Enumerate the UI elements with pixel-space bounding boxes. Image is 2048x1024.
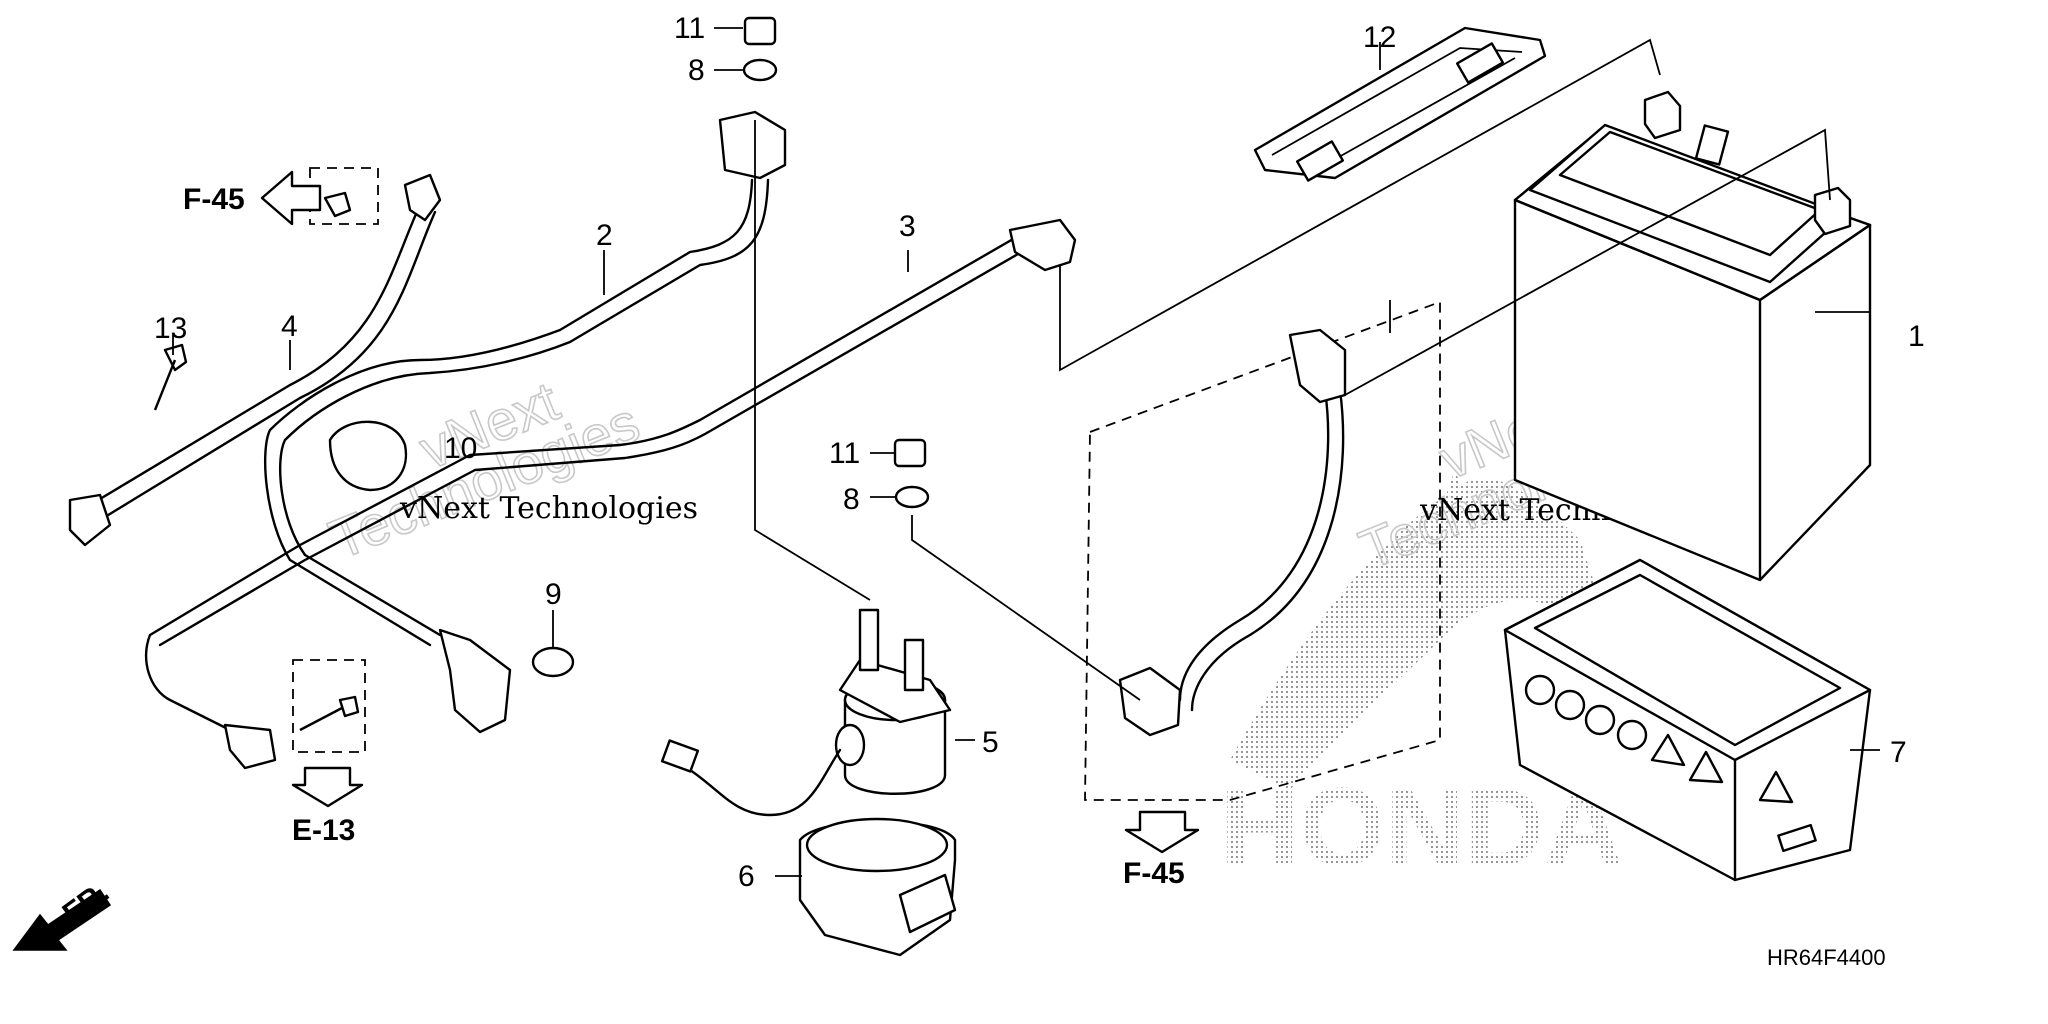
battery-cable-connector (1118, 666, 1182, 737)
ref-e13: E-13 (291, 659, 366, 847)
mark-circle-icon (1584, 704, 1616, 736)
arrow-down-icon (1124, 810, 1200, 854)
bolt-icon (153, 343, 188, 411)
cable-2-connector (438, 628, 512, 734)
ref-f45-left: F-45 (183, 167, 379, 226)
ref-f45-bottom-label: F-45 (1123, 857, 1185, 890)
cable-4-terminal (403, 173, 442, 222)
part-number-13: 13 (154, 312, 187, 345)
battery (1513, 90, 1872, 582)
band-10 (328, 420, 408, 492)
washer-icon (894, 485, 930, 509)
part-number-labels: 1 2 3 4 5 6 7 8 8 9 10 11 11 12 13 (154, 12, 1925, 893)
battery-terminal-negative (1813, 186, 1852, 236)
ref-e13-label: E-13 (292, 814, 355, 847)
nut-icon (743, 16, 777, 46)
part-number-1: 1 (1908, 320, 1925, 353)
cable-2-terminal (718, 110, 787, 180)
cable-battery (1118, 328, 1347, 737)
nut-icon (893, 438, 927, 468)
cable-4-end (68, 493, 112, 547)
cap-icon (531, 646, 575, 678)
arrow-left-icon (260, 170, 322, 226)
bolt-icon (299, 695, 360, 732)
starter-relay (660, 608, 952, 817)
part-number-2: 2 (596, 219, 613, 252)
diagram-code: HR64F4400 (1767, 945, 1886, 970)
cable-3-end (223, 723, 277, 770)
relay-connector (660, 739, 700, 773)
leader-lines (172, 27, 1880, 877)
front-indicator: FR. (12, 876, 115, 951)
battery-box (1503, 558, 1872, 882)
battery-terminal-positive (1643, 90, 1682, 140)
watermark-company-line: vNext Technologies (399, 491, 698, 526)
part-number-7: 7 (1890, 736, 1907, 769)
part-number-6: 6 (738, 860, 755, 893)
relay-holder (798, 817, 957, 957)
mark-triangle-icon (1758, 770, 1794, 804)
mark-triangle-icon (1688, 750, 1724, 784)
cable-3-terminal (1008, 218, 1077, 272)
ref-f45-left-label: F-45 (183, 183, 245, 216)
bolt-icon (323, 191, 352, 218)
part-number-3: 3 (899, 210, 916, 243)
front-arrow-icon (12, 888, 112, 951)
honda-wing-logo (1230, 470, 1600, 790)
ref-f45-bottom: F-45 (1084, 300, 1441, 890)
part-number-5: 5 (982, 726, 999, 759)
part-number-9: 9 (545, 578, 562, 611)
cable-3 (144, 218, 1077, 770)
part-number-4: 4 (281, 310, 298, 343)
arrow-down-icon (291, 766, 364, 808)
mark-circle-icon (1524, 674, 1556, 706)
battery-strap (1253, 26, 1547, 182)
honda-watermark: HONDA (1220, 470, 1623, 889)
mark-circle-icon (1554, 689, 1586, 721)
part-number-11: 11 (829, 437, 860, 470)
washer-icon (742, 58, 778, 82)
part-number-10: 10 (444, 432, 477, 465)
mark-circle-icon (1616, 719, 1648, 751)
cable-2 (263, 110, 787, 734)
honda-watermark-text: HONDA (1220, 766, 1623, 889)
part-number-8: 8 (688, 54, 705, 87)
part-number-12: 12 (1363, 21, 1396, 54)
mark-triangle-icon (1650, 733, 1686, 767)
cable-4 (68, 173, 442, 547)
part-number-11: 11 (674, 12, 705, 45)
part-number-8: 8 (843, 483, 860, 516)
